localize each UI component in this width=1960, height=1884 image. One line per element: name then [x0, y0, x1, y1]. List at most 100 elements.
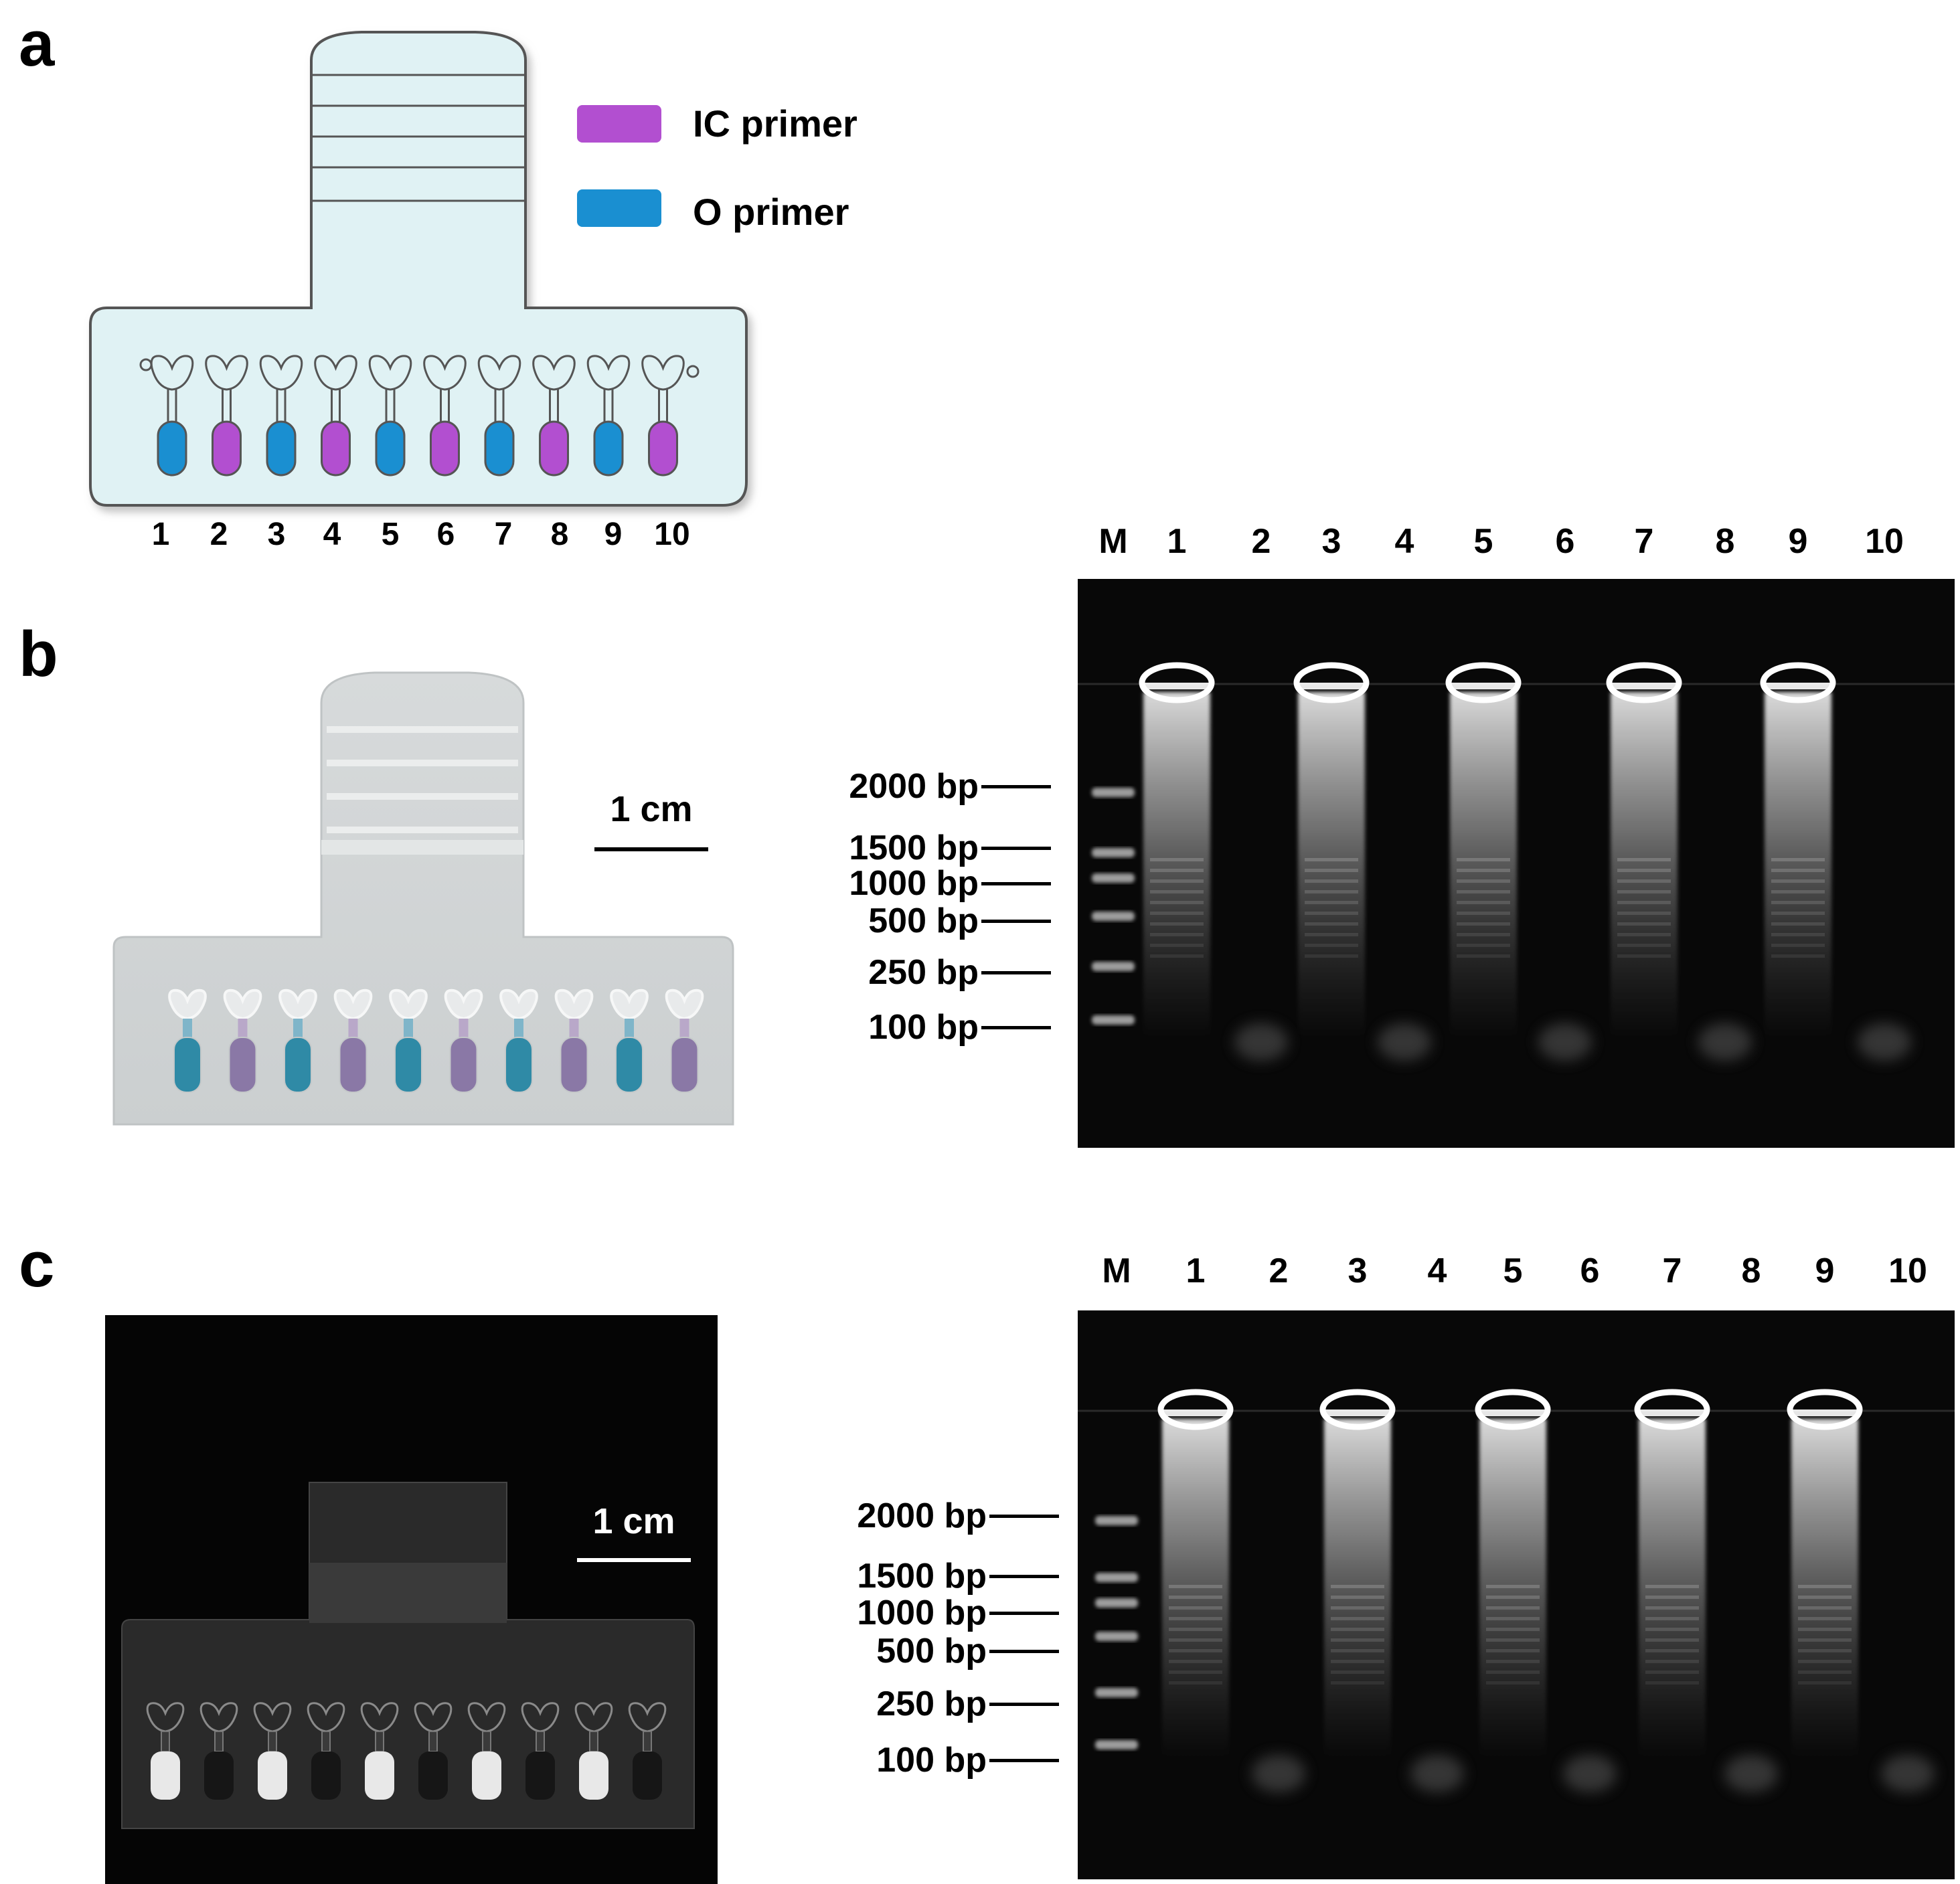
chip-photo-well — [610, 989, 649, 1093]
chip-lane-number: 4 — [323, 517, 341, 552]
gel-lane-label: 2 — [1251, 522, 1271, 561]
ladder-band — [1095, 1632, 1138, 1641]
lamp-band — [1150, 858, 1204, 861]
chip-lane-number: 10 — [654, 517, 690, 552]
primer-dimer-spot — [1881, 1755, 1935, 1792]
gel-lane-label: 10 — [1888, 1252, 1927, 1290]
lamp-band — [1771, 944, 1825, 947]
lamp-band — [1645, 1681, 1699, 1685]
gel-lane-label: 7 — [1662, 1252, 1682, 1290]
lamp-band — [1798, 1638, 1852, 1642]
ladder-tick-line — [981, 847, 1051, 850]
gel-lane-label: 8 — [1715, 522, 1735, 561]
chip-photo-well — [168, 989, 207, 1093]
well-glow — [1760, 662, 1836, 703]
primer-dimer-spot — [1698, 1023, 1752, 1061]
scale-bar-label-b: 1 cm — [610, 789, 693, 829]
lamp-band — [1798, 1596, 1852, 1599]
lamp-smear — [1162, 1419, 1229, 1760]
lamp-band — [1457, 912, 1510, 915]
primer-dimer-spot — [1724, 1755, 1778, 1792]
lamp-band — [1150, 933, 1204, 936]
lamp-band — [1645, 1649, 1699, 1652]
primer-dimer-spot — [1234, 1023, 1288, 1061]
ladder-band — [1095, 1740, 1138, 1749]
lamp-band — [1457, 954, 1510, 958]
lamp-band — [1331, 1628, 1384, 1631]
lamp-band — [1305, 901, 1358, 904]
scale-bar-c — [577, 1558, 691, 1562]
gel-lane-label: 9 — [1788, 522, 1808, 561]
lamp-band — [1150, 869, 1204, 872]
lamp-band — [1486, 1596, 1540, 1599]
scale-bar-label-c: 1 cm — [592, 1501, 675, 1541]
lamp-band — [1305, 922, 1358, 926]
well-glow — [1139, 662, 1215, 703]
ladder-size-label: 100 bp — [876, 1741, 987, 1780]
lamp-band — [1486, 1606, 1540, 1610]
lamp-band — [1798, 1628, 1852, 1631]
primer-dimer-spot — [1538, 1023, 1592, 1061]
well-glow — [1634, 1389, 1710, 1430]
gel-lane-label: 7 — [1634, 522, 1654, 561]
primer-dimer-spot — [1378, 1023, 1431, 1061]
ladder-size-label: 2000 bp — [857, 1496, 987, 1535]
chip-lane-number: 7 — [494, 517, 513, 552]
lamp-band — [1331, 1671, 1384, 1674]
ladder-size-label: 1000 bp — [857, 1594, 987, 1632]
chip-well — [314, 355, 357, 477]
lamp-smear — [1324, 1419, 1391, 1760]
lamp-band — [1798, 1649, 1852, 1652]
lamp-band — [1169, 1638, 1222, 1642]
ladder-band — [1095, 1688, 1138, 1697]
lamp-band — [1645, 1617, 1699, 1620]
ladder-tick-line — [989, 1612, 1059, 1615]
lamp-band — [1645, 1660, 1699, 1663]
lamp-band — [1169, 1671, 1222, 1674]
primer-dimer-spot — [1252, 1755, 1305, 1792]
chip-photo-well — [223, 989, 262, 1093]
lamp-band — [1305, 933, 1358, 936]
panel-label-b: b — [19, 618, 58, 690]
lamp-band — [1305, 944, 1358, 947]
chip-well — [423, 355, 467, 477]
ladder-band — [1092, 1015, 1135, 1025]
lamp-band — [1457, 922, 1510, 926]
lamp-band — [1486, 1585, 1540, 1588]
lamp-band — [1331, 1585, 1384, 1588]
chip-fluorescence-well — [467, 1702, 506, 1800]
lamp-smear — [1143, 692, 1210, 1040]
lamp-band — [1771, 901, 1825, 904]
lamp-band — [1457, 901, 1510, 904]
ladder-band — [1095, 1598, 1138, 1608]
lamp-band — [1798, 1585, 1852, 1588]
well-glow — [1787, 1389, 1863, 1430]
lamp-smear — [1298, 692, 1365, 1040]
lamp-band — [1617, 954, 1671, 958]
lamp-band — [1771, 922, 1825, 926]
lamp-band — [1645, 1596, 1699, 1599]
lamp-band — [1331, 1596, 1384, 1599]
lamp-band — [1305, 954, 1358, 958]
lamp-band — [1798, 1606, 1852, 1610]
lamp-band — [1617, 933, 1671, 936]
lamp-band — [1771, 890, 1825, 893]
chip-photo-well — [444, 989, 483, 1093]
lamp-band — [1331, 1638, 1384, 1642]
chip-lane-number: 9 — [604, 517, 623, 552]
chip-lane-number: 1 — [151, 517, 170, 552]
lamp-band — [1169, 1617, 1222, 1620]
well-glow — [1606, 662, 1682, 703]
lamp-band — [1169, 1596, 1222, 1599]
chip-fluorescence-well — [521, 1702, 560, 1800]
lamp-band — [1617, 944, 1671, 947]
gel-marker-label: M — [1098, 522, 1128, 561]
lamp-band — [1771, 858, 1825, 861]
lamp-band — [1169, 1681, 1222, 1685]
chip-fluorescence-photo — [105, 1315, 718, 1884]
lamp-band — [1150, 901, 1204, 904]
ladder-tick-line — [981, 785, 1051, 788]
lamp-band — [1457, 890, 1510, 893]
lamp-band — [1617, 901, 1671, 904]
lamp-band — [1169, 1585, 1222, 1588]
